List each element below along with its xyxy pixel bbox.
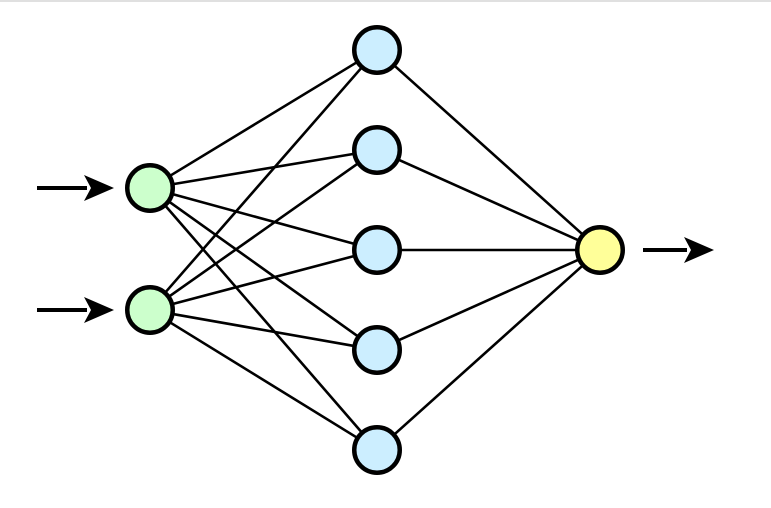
node-h3[interactable] xyxy=(352,225,402,275)
connection-edge xyxy=(168,320,359,440)
output-arrow xyxy=(643,237,714,263)
connection-edge xyxy=(170,254,357,306)
input-arrow-2-head xyxy=(84,297,114,323)
node-h4[interactable] xyxy=(352,325,402,375)
connections-group xyxy=(163,60,585,440)
node-h5[interactable] xyxy=(352,425,402,475)
nodes-group xyxy=(125,25,625,475)
input-arrow-2 xyxy=(37,297,114,323)
connection-edge xyxy=(171,152,356,186)
node-i2[interactable] xyxy=(125,285,175,335)
connection-edge xyxy=(171,312,356,348)
connection-edge xyxy=(167,199,360,339)
connection-edge xyxy=(396,257,581,343)
connection-edge xyxy=(396,157,581,243)
output-arrow-head xyxy=(684,237,714,263)
connection-edge xyxy=(163,65,364,295)
node-o1[interactable] xyxy=(575,225,625,275)
connection-edge xyxy=(163,203,364,435)
connection-edge xyxy=(168,60,359,178)
connection-edge xyxy=(167,161,360,299)
arrows-group xyxy=(37,175,714,323)
input-arrow-1-head xyxy=(84,175,114,201)
connection-edge xyxy=(170,192,357,246)
connection-edge xyxy=(392,263,585,437)
top-divider xyxy=(0,0,771,2)
input-arrow-1 xyxy=(37,175,114,201)
node-h2[interactable] xyxy=(352,125,402,175)
connection-edge xyxy=(392,63,585,237)
node-h1[interactable] xyxy=(352,25,402,75)
node-i1[interactable] xyxy=(125,163,175,213)
